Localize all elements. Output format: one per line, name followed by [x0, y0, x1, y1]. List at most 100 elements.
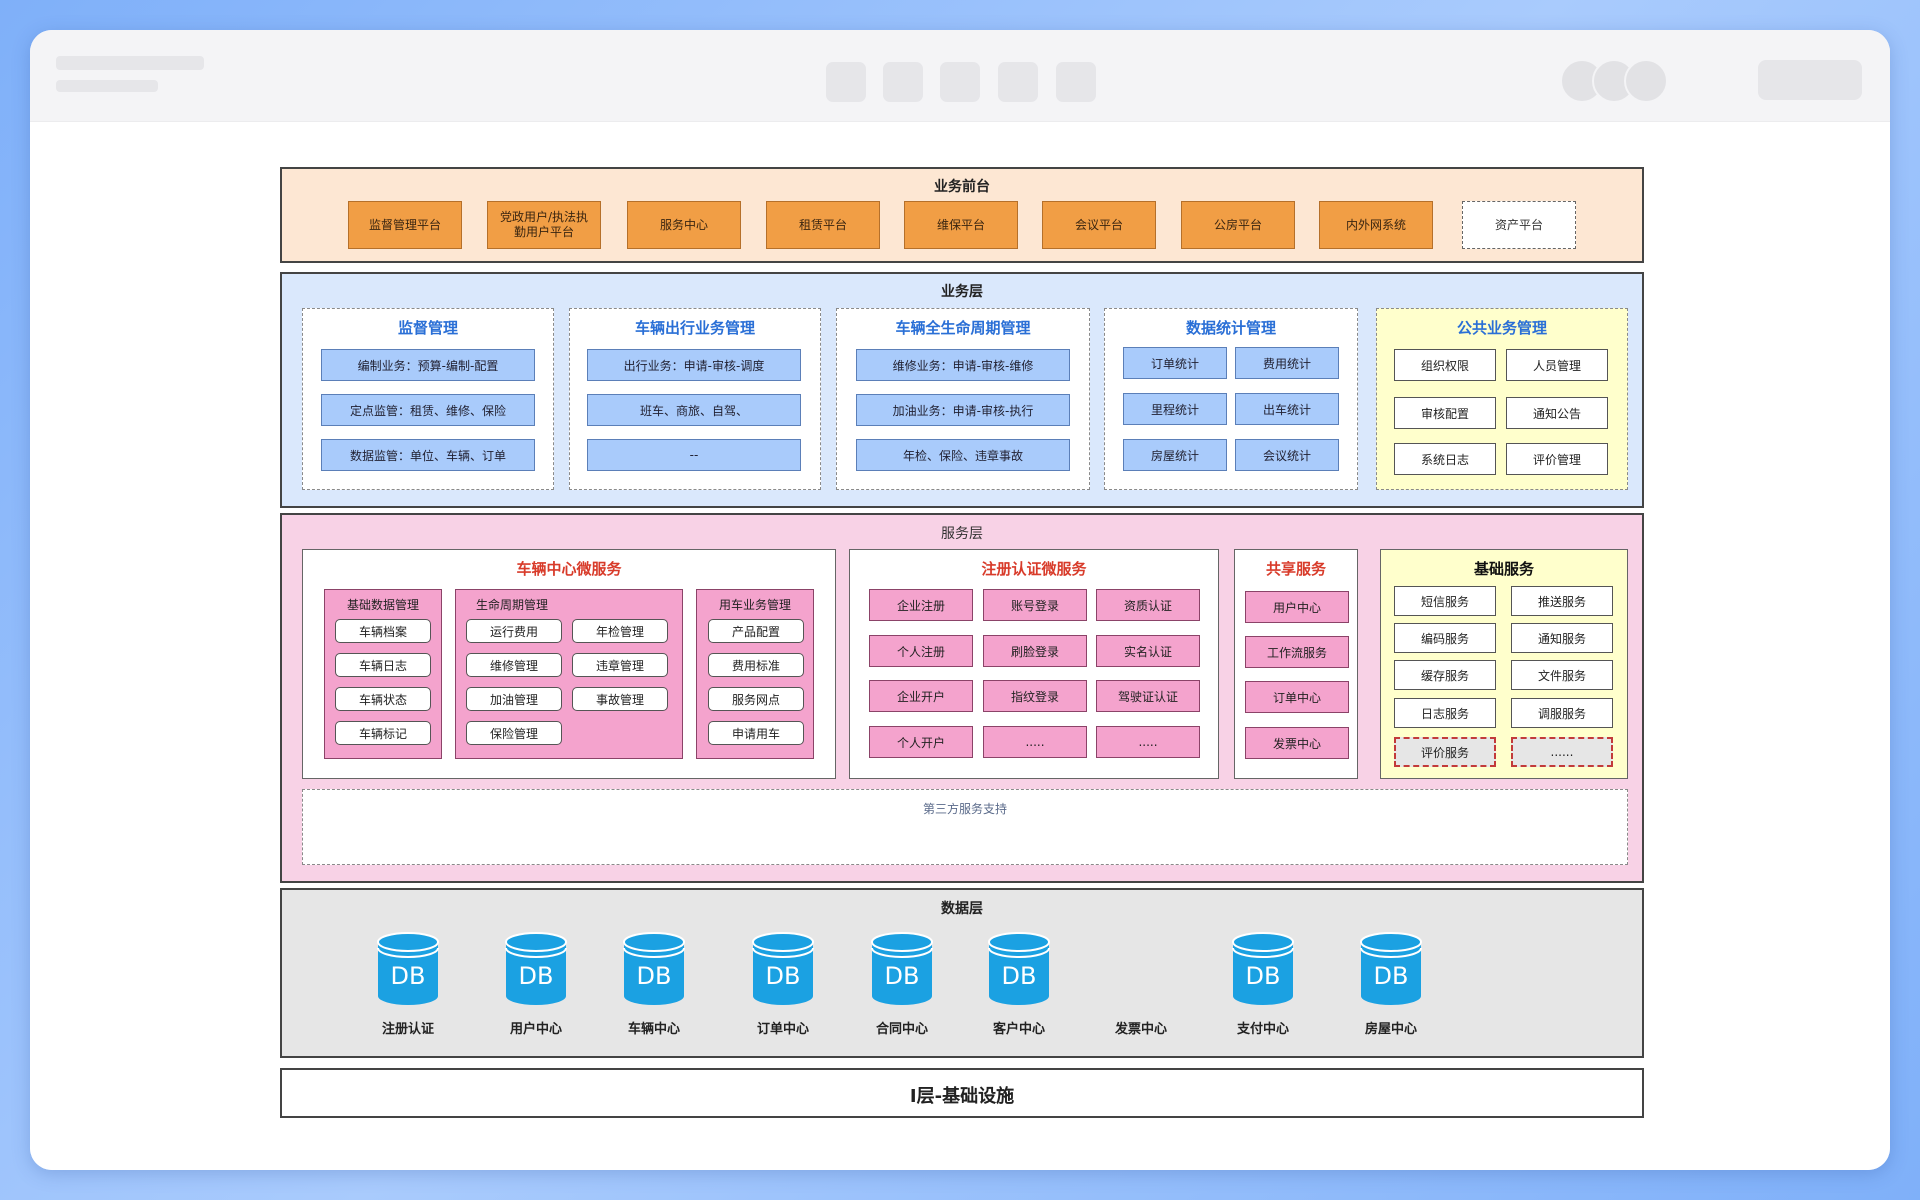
frontend-item[interactable]: 服务中心 [627, 201, 741, 249]
toolbar-button-5[interactable] [1056, 62, 1096, 102]
lifecycle-item[interactable]: 维修业务：申请-审核-维修 [856, 349, 1070, 381]
lifecycle-panel: 生命周期管理 运行费用 维修管理 加油管理 保险管理 年检管理 违章管理 事故管… [455, 589, 683, 759]
frontend-layer: 业务前台 监督管理平台 党政用户/执法执勤用户平台 服务中心 租赁平台 维保平台… [280, 167, 1644, 263]
base-item[interactable]: 缓存服务 [1394, 660, 1496, 690]
database-icon-text: DB [1002, 962, 1037, 990]
basic-data-item[interactable]: 车辆标记 [335, 721, 431, 745]
auth-item[interactable]: 账号登录 [983, 589, 1087, 621]
travel-item[interactable]: 班车、商旅、自驾、 [587, 394, 801, 426]
auth-item[interactable]: 驾驶证认证 [1096, 680, 1200, 712]
base-item[interactable]: 编码服务 [1394, 623, 1496, 653]
toolbar-button-2[interactable] [883, 62, 923, 102]
travel-item[interactable]: -- [587, 439, 801, 471]
lifecycle-panel-title: 生命周期管理 [476, 598, 549, 612]
base-item[interactable]: 推送服务 [1511, 586, 1613, 616]
vehicle-usage-item[interactable]: 服务网点 [708, 687, 804, 711]
toolbar-button-4[interactable] [998, 62, 1038, 102]
auth-item[interactable]: ..... [983, 726, 1087, 758]
lifecycle-panel-item[interactable]: 年检管理 [572, 619, 668, 643]
vehicle-usage-item[interactable]: 申请用车 [708, 721, 804, 745]
stats-item[interactable]: 里程统计 [1123, 393, 1227, 425]
database-label: 合同中心 [875, 1022, 928, 1037]
auth-item[interactable]: 资质认证 [1096, 589, 1200, 621]
public-item[interactable]: 人员管理 [1506, 349, 1608, 381]
public-item[interactable]: 组织权限 [1394, 349, 1496, 381]
stats-item[interactable]: 订单统计 [1123, 347, 1227, 379]
frontend-item[interactable]: 租赁平台 [766, 201, 880, 249]
base-item[interactable]: 文件服务 [1511, 660, 1613, 690]
base-item[interactable]: 评价服务 [1394, 737, 1496, 767]
base-item[interactable]: 短信服务 [1394, 586, 1496, 616]
base-service-title: 基础服务 [1473, 560, 1534, 578]
lifecycle-panel-item[interactable]: 维修管理 [466, 653, 562, 677]
public-item[interactable]: 通知公告 [1506, 397, 1608, 429]
auth-item[interactable]: 个人开户 [869, 726, 973, 758]
stats-item[interactable]: 会议统计 [1235, 439, 1339, 471]
auth-item[interactable]: 企业注册 [869, 589, 973, 621]
shared-item[interactable]: 工作流服务 [1245, 636, 1349, 668]
toolbar-button-3[interactable] [940, 62, 980, 102]
action-button[interactable] [1758, 60, 1862, 100]
basic-data-item[interactable]: 车辆状态 [335, 687, 431, 711]
toolbar-button-1[interactable] [826, 62, 866, 102]
auth-item[interactable]: 企业开户 [869, 680, 973, 712]
lifecycle-panel-item[interactable]: 运行费用 [466, 619, 562, 643]
frontend-item[interactable]: 内外网系统 [1319, 201, 1433, 249]
browser-window: 业务前台 监督管理平台 党政用户/执法执勤用户平台 服务中心 租赁平台 维保平台… [30, 30, 1890, 1170]
frontend-item[interactable]: 党政用户/执法执勤用户平台 [487, 201, 601, 249]
vehicle-usage-item[interactable]: 产品配置 [708, 619, 804, 643]
lifecycle-item[interactable]: 加油业务：申请-审核-执行 [856, 394, 1070, 426]
stats-item[interactable]: 费用统计 [1235, 347, 1339, 379]
base-item[interactable]: 日志服务 [1394, 698, 1496, 728]
basic-data-item[interactable]: 车辆日志 [335, 653, 431, 677]
frontend-layer-title: 业务前台 [934, 179, 990, 195]
lifecycle-panel-item[interactable]: 事故管理 [572, 687, 668, 711]
lifecycle-panel-item[interactable]: 违章管理 [572, 653, 668, 677]
public-item[interactable]: 系统日志 [1394, 443, 1496, 475]
auth-item[interactable]: 实名认证 [1096, 635, 1200, 667]
base-item[interactable]: ...... [1511, 737, 1613, 767]
frontend-item[interactable]: 公房平台 [1181, 201, 1295, 249]
auth-item[interactable]: 指纹登录 [983, 680, 1087, 712]
frontend-item[interactable]: 资产平台 [1462, 201, 1576, 249]
frontend-item[interactable]: 会议平台 [1042, 201, 1156, 249]
lifecycle-item[interactable]: 年检、保险、违章事故 [856, 439, 1070, 471]
database-icon-text: DB [519, 962, 554, 990]
lifecycle-panel-item[interactable]: 保险管理 [466, 721, 562, 745]
shared-item[interactable]: 用户中心 [1245, 591, 1349, 623]
travel-item[interactable]: 出行业务：申请-审核-调度 [587, 349, 801, 381]
base-item[interactable]: 调服服务 [1511, 698, 1613, 728]
supervision-item[interactable]: 定点监管：租赁、维修、保险 [321, 394, 535, 426]
supervision-item[interactable]: 数据监管：单位、车辆、订单 [321, 439, 535, 471]
frontend-item[interactable]: 维保平台 [904, 201, 1018, 249]
public-item[interactable]: 审核配置 [1394, 397, 1496, 429]
lifecycle-panel-item[interactable]: 加油管理 [466, 687, 562, 711]
avatar[interactable] [1624, 59, 1668, 103]
shared-item[interactable]: 订单中心 [1245, 681, 1349, 713]
vehicle-usage-item[interactable]: 费用标准 [708, 653, 804, 677]
basic-data-item[interactable]: 车辆档案 [335, 619, 431, 643]
frontend-item[interactable]: 监督管理平台 [348, 201, 462, 249]
base-item[interactable]: 通知服务 [1511, 623, 1613, 653]
auth-item[interactable]: 个人注册 [869, 635, 973, 667]
travel-group: 车辆出行业务管理 出行业务：申请-审核-调度 班车、商旅、自驾、 -- [569, 308, 821, 490]
stats-item[interactable]: 房屋统计 [1123, 439, 1227, 471]
auth-item[interactable]: ..... [1096, 726, 1200, 758]
supervision-item[interactable]: 编制业务：预算-编制-配置 [321, 349, 535, 381]
public-item[interactable]: 评价管理 [1506, 443, 1608, 475]
database-item[interactable]: 发票中心 [1091, 932, 1191, 1042]
auth-service-title: 注册认证微服务 [981, 560, 1087, 578]
basic-data-panel: 基础数据管理 车辆档案 车辆日志 车辆状态 车辆标记 [324, 589, 442, 759]
database-icon: DB [1360, 932, 1422, 1005]
stats-item[interactable]: 出车统计 [1235, 393, 1339, 425]
auth-item[interactable]: 刷脸登录 [983, 635, 1087, 667]
shared-item[interactable]: 发票中心 [1245, 727, 1349, 759]
